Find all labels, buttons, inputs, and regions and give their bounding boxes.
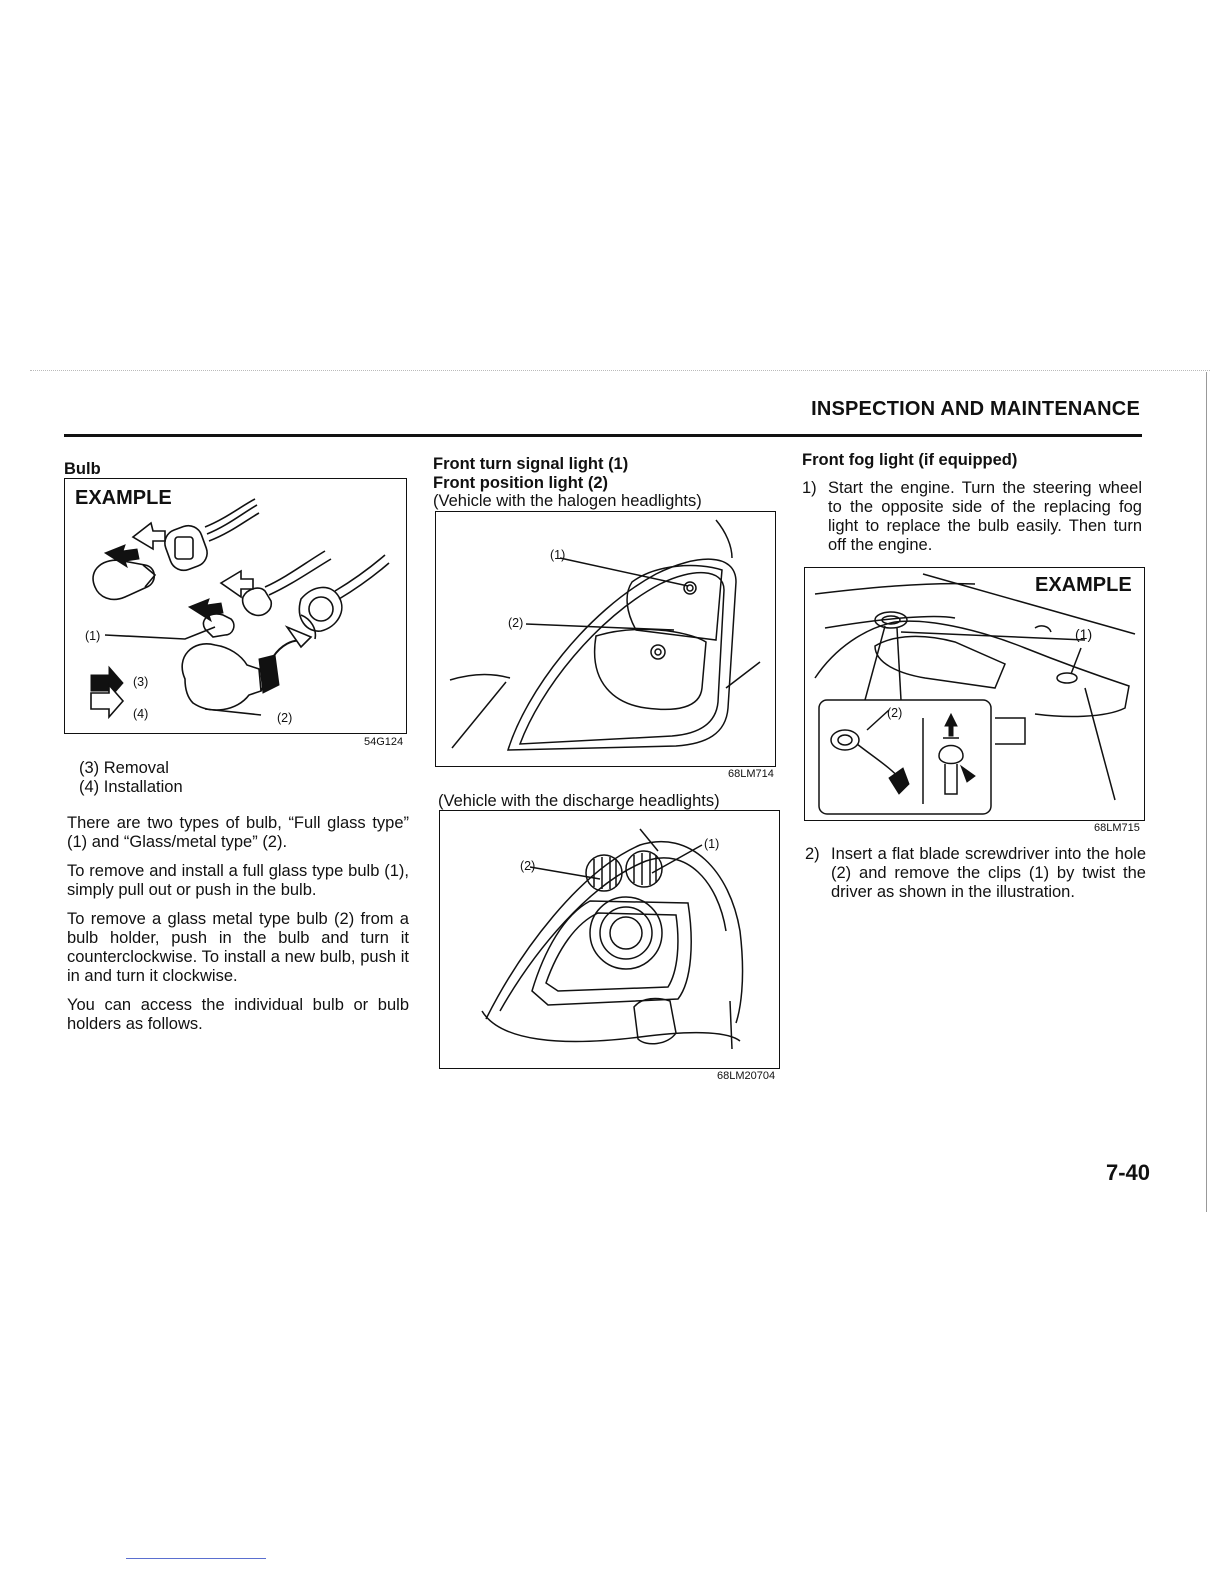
legend-removal: (3) Removal	[79, 759, 169, 777]
halogen-caption: (Vehicle with the halogen headlights)	[433, 492, 702, 510]
callout-4: (4)	[133, 707, 149, 721]
halogen-figure-code: 68LM714	[728, 768, 774, 780]
fog-callout-2: (2)	[887, 706, 903, 720]
step-1: 1) Start the engine. Turn the steering w…	[802, 479, 1142, 555]
fog-light-heading: Front fog light (if equipped)	[802, 451, 1018, 469]
footer-line	[126, 1558, 266, 1559]
step-2-text: Insert a flat blade screwdriver into the…	[831, 845, 1146, 901]
fog-figure-code: 68LM715	[1094, 822, 1140, 834]
header-rule	[64, 434, 1142, 437]
halogen-figure: (1) (2)	[435, 511, 776, 767]
top-scan-edge	[30, 370, 1210, 371]
bulb-paragraph-1: There are two types of bulb, “Full glass…	[67, 814, 409, 851]
bulb-legend: (3) Removal (4) Installation	[79, 759, 183, 797]
callout-2: (2)	[277, 711, 293, 725]
step-2: 2) Insert a flat blade screwdriver into …	[805, 845, 1146, 902]
discharge-figure-code: 68LM20704	[717, 1070, 776, 1082]
discharge-callout-2: (2)	[520, 859, 536, 873]
discharge-figure: (1) (2)	[439, 810, 780, 1069]
halogen-callout-1: (1)	[550, 548, 566, 562]
bulb-paragraph-4: You can access the individual bulb or bu…	[67, 996, 409, 1033]
fog-light-figure: EXAMPLE	[804, 567, 1145, 821]
legend-installation: (4) Installation	[79, 778, 183, 796]
bulb-paragraph-3: To remove a glass metal type bulb (2) fr…	[67, 910, 409, 985]
step-1-text: Start the engine. Turn the steering whee…	[828, 479, 1142, 554]
callout-1: (1)	[85, 629, 101, 643]
bulb-figure: EXAMPLE	[64, 478, 407, 734]
fog-light-illustration	[814, 573, 1136, 815]
figure-code: 54G124	[364, 736, 404, 748]
fog-example-label: EXAMPLE	[1035, 574, 1132, 596]
bulb-paragraph-2: To remove and install a full glass type …	[67, 862, 409, 899]
example-label: EXAMPLE	[75, 487, 172, 509]
turn-signal-heading: Front turn signal light (1)	[433, 455, 629, 473]
step-1-number: 1)	[802, 479, 817, 497]
right-scan-edge	[1206, 372, 1207, 1212]
fog-callout-1: (1)	[1075, 626, 1093, 642]
discharge-headlight-illustration	[481, 828, 744, 1050]
bulb-illustration	[90, 498, 390, 720]
position-light-heading: Front position light (2)	[433, 474, 609, 492]
halogen-callout-2: (2)	[508, 616, 524, 630]
bulb-heading: Bulb	[64, 460, 101, 478]
page-number: 7-40	[1106, 1160, 1151, 1185]
section-title: INSPECTION AND MAINTENANCE	[811, 398, 1140, 420]
callout-3: (3)	[133, 675, 149, 689]
halogen-headlight-illustration	[449, 519, 761, 751]
step-2-number: 2)	[805, 845, 820, 863]
discharge-caption: (Vehicle with the discharge headlights)	[438, 792, 720, 810]
discharge-callout-1: (1)	[704, 837, 720, 851]
